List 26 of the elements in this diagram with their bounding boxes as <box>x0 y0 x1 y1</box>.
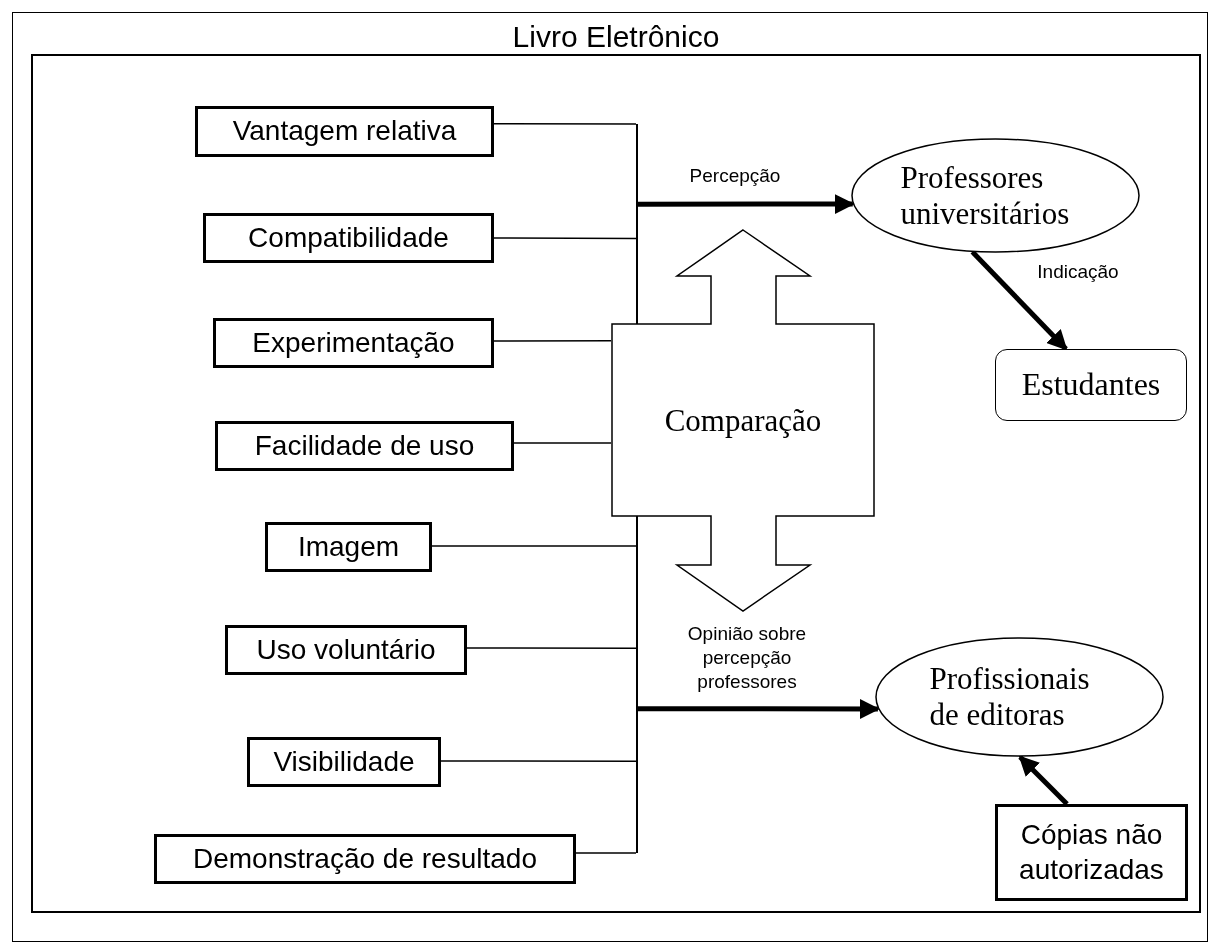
process-box: Imagem <box>265 522 432 572</box>
connector-line <box>493 340 612 342</box>
process-box: Compatibilidade <box>203 213 494 263</box>
process-box: Cópias não autorizadas <box>995 804 1188 901</box>
node-label: Profissionais de editoras <box>929 661 1091 733</box>
connector-line <box>466 647 637 649</box>
node-label: Professores universitários <box>900 159 1071 232</box>
node-label: Comparação <box>664 402 822 439</box>
process-box: Estudantes <box>995 349 1187 421</box>
process-box: Experimentação <box>213 318 494 368</box>
connector-line <box>575 852 637 854</box>
arrow <box>638 698 880 719</box>
process-box: Visibilidade <box>247 737 441 787</box>
arrow <box>1018 755 1069 806</box>
process-box: Facilidade de uso <box>215 421 514 471</box>
process-box: Vantagem relativa <box>195 106 494 157</box>
arrow <box>638 194 855 215</box>
connector-line <box>493 237 637 240</box>
connector-line <box>493 123 637 125</box>
connector-line <box>431 545 637 547</box>
connector-line <box>440 760 637 762</box>
frame-title: Livro Eletrônico <box>511 20 721 54</box>
process-box: Uso voluntário <box>225 625 467 675</box>
connector-line <box>513 442 612 444</box>
arrow <box>970 250 1068 351</box>
process-box: Demonstração de resultado <box>154 834 576 884</box>
